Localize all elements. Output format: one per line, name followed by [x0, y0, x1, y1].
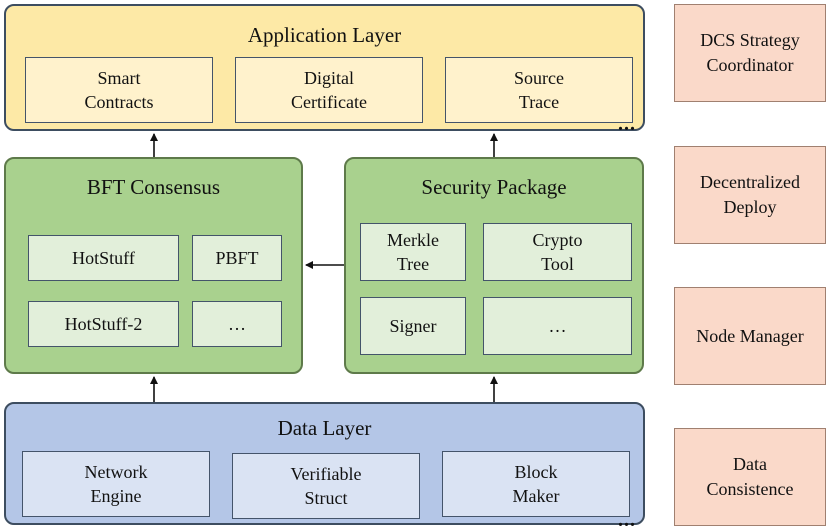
- data-consistence-box: Data Consistence: [674, 428, 826, 526]
- merkle-tree-module: Merkle Tree: [360, 223, 466, 281]
- security-package-title: Security Package: [421, 175, 567, 199]
- bft-consensus-title: BFT Consensus: [86, 175, 221, 199]
- verifiable-struct-module: Verifiable Struct: [232, 453, 420, 519]
- application-layer-more: ...: [618, 113, 636, 135]
- node-manager-box: Node Manager: [674, 287, 826, 385]
- application-layer: Application Layer Smart Contracts Digita…: [4, 4, 645, 135]
- block-maker-module: Block Maker: [442, 451, 630, 517]
- pbft-module: PBFT: [192, 235, 282, 281]
- hotstuff-2-module: HotStuff-2: [28, 301, 179, 347]
- smart-contracts-module: Smart Contracts: [25, 57, 213, 123]
- security-package-block: Security Package Merkle Tree Crypto Tool…: [344, 157, 644, 374]
- data-layer-title: Data Layer: [277, 416, 372, 440]
- decentralized-deploy-box: Decentralized Deploy: [674, 146, 826, 244]
- signer-module: Signer: [360, 297, 466, 355]
- dcs-strategy-coordinator-box: DCS Strategy Coordinator: [674, 4, 826, 102]
- crypto-tool-module: Crypto Tool: [483, 223, 632, 281]
- security-more-module: …: [483, 297, 632, 355]
- application-layer-title: Application Layer: [247, 23, 402, 47]
- network-engine-module: Network Engine: [22, 451, 210, 517]
- digital-certificate-module: Digital Certificate: [235, 57, 423, 123]
- source-trace-module: Source Trace: [445, 57, 633, 123]
- bft-more-module: …: [192, 301, 282, 347]
- bft-consensus-block: BFT Consensus HotStuff PBFT HotStuff-2 …: [4, 157, 303, 374]
- hotstuff-module: HotStuff: [28, 235, 179, 281]
- data-layer-more: ...: [618, 509, 636, 531]
- data-layer: Data Layer Network Engine Verifiable Str…: [4, 402, 645, 531]
